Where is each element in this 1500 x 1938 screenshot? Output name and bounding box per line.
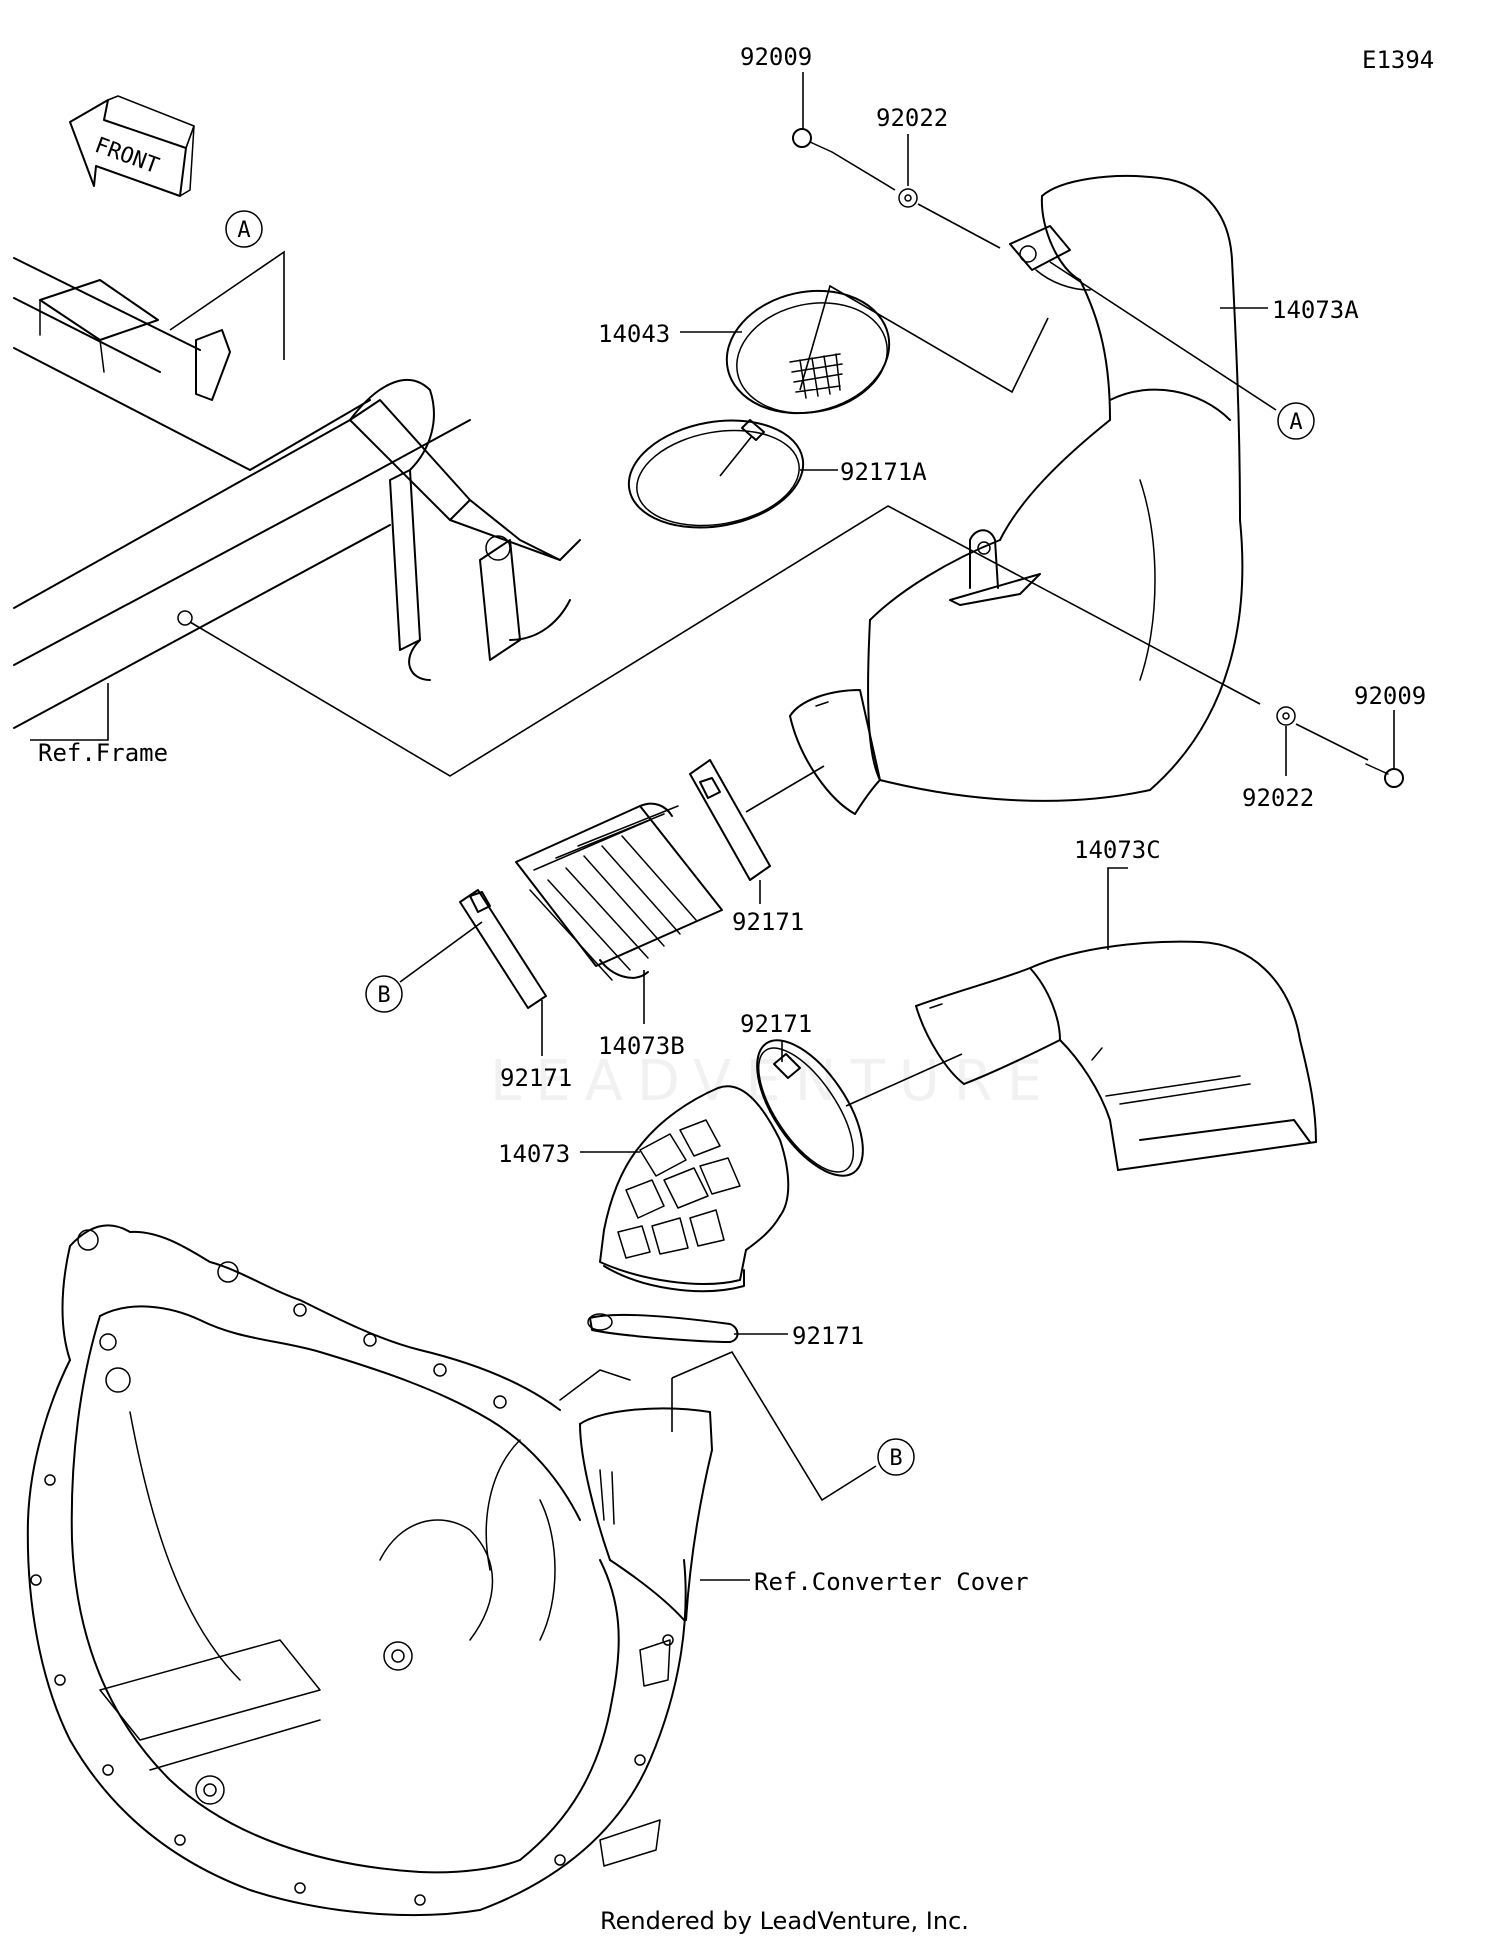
label-14073c: 14073C [1074, 836, 1161, 864]
bolt-icon [792, 128, 833, 153]
footer-credit: Rendered by LeadVenture, Inc. [600, 1907, 969, 1935]
washer-icon [1276, 706, 1296, 726]
label-14073b: 14073B [598, 1032, 685, 1060]
clamp-band [689, 759, 771, 881]
washer-icon [898, 188, 918, 208]
label-92171-3: 92171 [740, 1010, 812, 1038]
callout-b-cover: B [877, 1438, 915, 1476]
callout-a-frame: A [225, 210, 263, 248]
callout-b-boot-label: B [377, 983, 390, 1008]
callout-a-frame-label: A [237, 218, 250, 243]
clamp-large [627, 419, 805, 529]
screen-filter [725, 289, 891, 415]
clamp-band [587, 1313, 739, 1343]
label-92171-4: 92171 [792, 1322, 864, 1350]
front-label: FRONT [91, 133, 162, 179]
callout-b-cover-label: B [889, 1446, 902, 1471]
label-92009-top: 92009 [740, 43, 812, 71]
label-92022-right: 92022 [1242, 784, 1314, 812]
label-92171-1: 92171 [732, 908, 804, 936]
rubber-boot [515, 802, 723, 981]
label-14043: 14043 [598, 320, 670, 348]
label-14073: 14073 [498, 1140, 570, 1168]
label-92009-right: 92009 [1354, 682, 1426, 710]
duct-upper [789, 175, 1244, 815]
label-92171a: 92171A [840, 458, 927, 486]
converter-cover [26, 1224, 713, 1917]
ref-converter-cover-label: Ref.Converter Cover [754, 1568, 1029, 1596]
clamp-band [459, 889, 547, 1009]
front-arrow-icon: FRONT [69, 95, 195, 197]
label-92022-top: 92022 [876, 104, 948, 132]
ref-frame-label: Ref.Frame [38, 739, 168, 767]
duct-side [915, 940, 1317, 1171]
callout-a-duct-label: A [1289, 410, 1302, 435]
label-92171-2: 92171 [500, 1064, 572, 1092]
callout-a-duct: A [1277, 402, 1315, 440]
clamp-ring [756, 1039, 864, 1177]
elbow-duct [599, 1085, 790, 1293]
callout-b-boot: B [365, 975, 403, 1013]
label-14073a: 14073A [1272, 296, 1359, 324]
bolt-icon [1365, 763, 1404, 788]
frame-assembly [13, 257, 581, 729]
diagram-id: E1394 [1362, 46, 1434, 74]
